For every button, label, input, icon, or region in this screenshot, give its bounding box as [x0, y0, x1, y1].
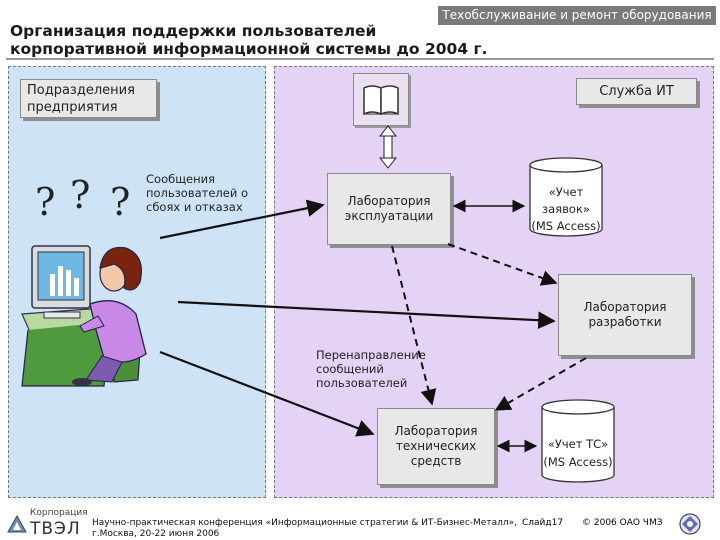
lab-operations-box: Лаборатория эксплуатации [327, 173, 451, 245]
logo-caption: Корпорация [30, 508, 88, 518]
header-tagline: Техобслуживание и ремонт оборудования [438, 6, 716, 25]
slide-number: Слайд17 [522, 518, 564, 528]
user-at-computer-illustration [21, 245, 147, 387]
logo-name: ТВЭЛ [30, 519, 81, 539]
db-tc-line-2: (MS Access) [543, 455, 613, 469]
title-divider [6, 58, 714, 60]
arrow-book-to-lab-operations [383, 133, 393, 161]
db-requests-line-2: заявок» [542, 202, 590, 216]
conference-line-2: г.Москва, 20-22 июня 2006 [92, 529, 220, 539]
book-icon [353, 73, 409, 126]
arrow-user-to-lab-development [177, 300, 556, 329]
redirect-note: Перенаправление сообщений пользователей [316, 348, 426, 390]
departments-label: Подразделения предприятия [20, 79, 157, 118]
question-mark-1: ? [35, 180, 56, 224]
page-title: Организация поддержки пользователей корп… [10, 22, 570, 58]
db-requests: «Учет заявок» (MS Access) [528, 156, 604, 238]
conference-note: Научно-практическая конференция «Информа… [92, 518, 532, 540]
question-mark-3: ? [110, 180, 131, 224]
db-requests-line-1: «Учет [548, 185, 584, 199]
db-requests-line-3: (MS Access) [531, 219, 601, 233]
title-line-2: корпоративной информационной системы до … [10, 40, 488, 58]
messages-note: Сообщения пользователей о сбоях и отказа… [146, 172, 249, 214]
conference-line-1: Научно-практическая конференция «Информа… [92, 518, 517, 528]
arrow-user-to-lab-technical [159, 350, 375, 437]
lab-development-box: Лаборатория разработки [558, 274, 692, 356]
copyright: © 2006 ОАО ЧМЗ [582, 518, 663, 528]
chmz-logo-icon [676, 512, 704, 540]
it-service-label: Служба ИТ [576, 78, 697, 105]
db-tc-line-1: «Учет ТС» [547, 437, 609, 451]
arrow-user-to-lab-operations [159, 199, 325, 240]
dashed-lab-development-to-lab-technical [494, 357, 587, 411]
db-tc: «Учет ТС» (MS Access) [540, 398, 616, 484]
lab-technical-box: Лаборатория технических средств [377, 408, 495, 485]
title-line-1: Организация поддержки пользователей [10, 22, 377, 40]
question-mark-2: ? [70, 173, 91, 217]
company-logo-icon [6, 514, 28, 538]
dashed-lab-operations-to-lab-technical [391, 245, 437, 406]
dashed-lab-operations-to-lab-development [447, 243, 558, 286]
